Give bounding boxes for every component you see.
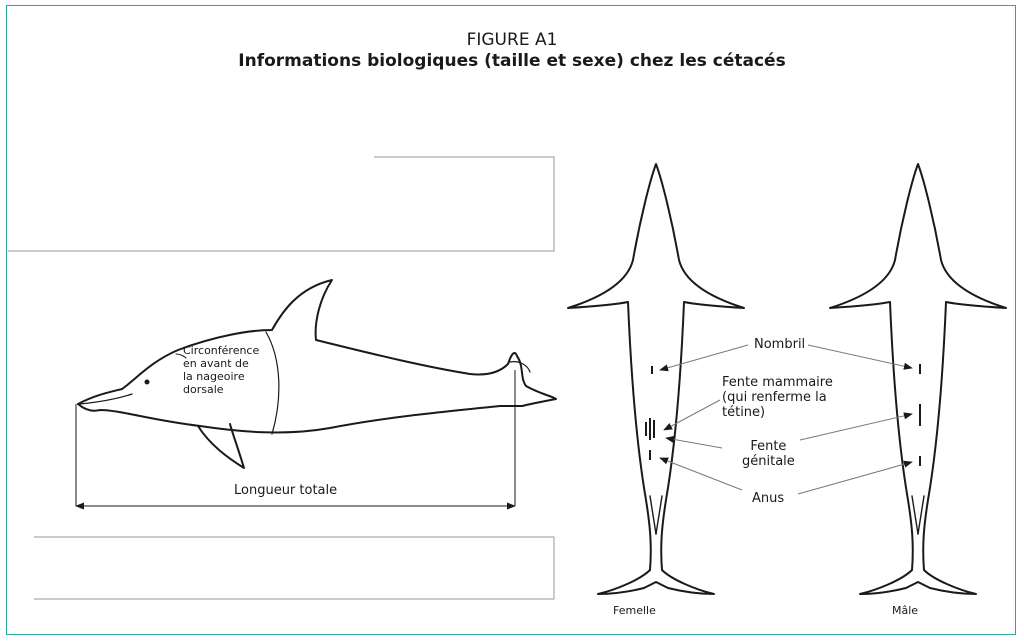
genital-label: Fente génitale (742, 439, 795, 469)
genital-pointer-female (665, 435, 723, 449)
male-dolphin (829, 163, 1007, 595)
genital-pointer-male (799, 412, 913, 441)
upper-rule (8, 156, 555, 252)
navel-label: Nombril (754, 337, 806, 352)
anus-label: Anus (752, 491, 785, 506)
length-label: Longueur totale (234, 483, 338, 498)
length-measure (75, 370, 516, 510)
girth-label: Circonférence en avant de la nageoire do… (183, 344, 260, 396)
male-label: Mâle (892, 604, 919, 617)
female-dolphin (567, 163, 745, 595)
figure-title: Informations biologiques (taille et sexe… (238, 51, 786, 71)
callouts (659, 344, 913, 495)
mammary-pointer (663, 399, 721, 431)
navel-pointer-male (807, 344, 913, 370)
figure-frame (6, 5, 1016, 635)
figure-number: FIGURE A1 (466, 30, 558, 50)
mammary-label: Fente mammaire (qui renferme la tétine) (722, 375, 833, 420)
navel-pointer-female (659, 344, 749, 372)
side-view-dolphin (77, 279, 557, 469)
side-view-box (8, 156, 555, 600)
female-markings (645, 366, 655, 460)
anus-pointer-female (659, 457, 743, 491)
anus-pointer-male (797, 460, 913, 495)
female-label: Femelle (613, 604, 656, 617)
lower-rule (34, 536, 555, 600)
